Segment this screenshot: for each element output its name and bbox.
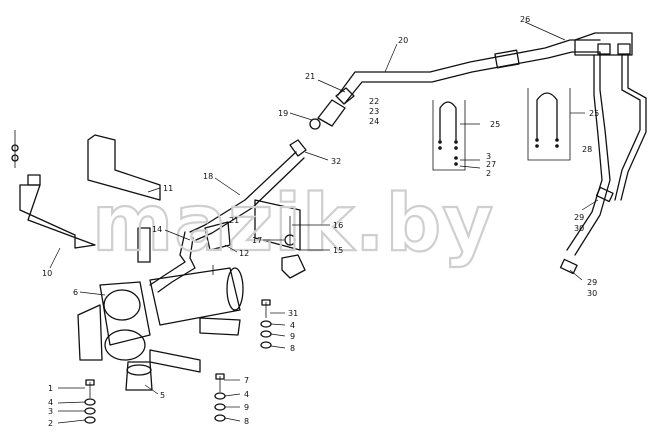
callout-8-middle: 8 [244,417,249,426]
callout-10: 10 [42,269,52,278]
pipe-joint [309,87,355,130]
callout-3-lower: 3 [48,407,53,416]
callout-9-middle: 9 [244,403,249,412]
callout-8-right: 8 [290,344,295,353]
callout-28: 28 [582,145,592,154]
callout-27: 27 [486,160,496,169]
callout-15: 15 [333,246,343,255]
callout-1: 1 [48,384,53,393]
callout-29-upper: 29 [574,213,584,222]
callout-4-middle: 4 [244,390,249,399]
callout-24: 24 [369,117,379,126]
callout-5: 5 [160,391,165,400]
callout-17: 17 [252,236,262,245]
callout-2-lower: 2 [48,419,53,428]
fastener-stack-middle [214,373,226,422]
callout-3-upper: 3 [486,152,491,161]
leader-lines [49,21,599,424]
fastener-stack-right [260,299,272,349]
callout-30-upper: 30 [574,224,584,233]
callout-14: 14 [152,225,162,234]
callout-18: 18 [203,172,213,181]
callout-4-left: 4 [48,398,53,407]
callout-23: 23 [369,107,379,116]
clamp-detail-right [527,88,571,161]
right-pipes [559,51,647,275]
fastener-stack-left [84,379,96,424]
callout-26: 26 [520,15,530,24]
callout-labels: 20 26 21 22 23 24 19 25 25 28 32 3 27 2 … [42,15,599,428]
callout-2-upper: 2 [486,169,491,178]
callout-32: 32 [331,157,341,166]
exhaust-pipe-main [337,32,633,104]
callout-4-right: 4 [290,321,295,330]
callout-29-lower: 29 [587,278,597,287]
callout-12: 12 [239,249,249,258]
callout-9-right: 9 [290,332,295,341]
callout-21-lower: 21 [229,216,239,225]
callout-19: 19 [278,109,288,118]
callout-22: 22 [369,97,379,106]
callout-30-lower: 30 [587,289,597,298]
callout-25-right: 25 [589,109,599,118]
callout-20: 20 [398,36,408,45]
flex-pipe [189,139,307,241]
callout-11: 11 [163,184,173,193]
callout-6: 6 [73,288,78,297]
silencer-assembly [77,265,244,391]
watermark-text: mazik.by [92,179,494,269]
left-bracket [11,130,161,249]
clamp-detail-left [432,100,466,171]
callout-21: 21 [305,72,315,81]
callout-25-left: 25 [490,120,500,129]
callout-31: 31 [288,309,298,318]
callout-16: 16 [333,221,343,230]
callout-7: 7 [244,376,249,385]
